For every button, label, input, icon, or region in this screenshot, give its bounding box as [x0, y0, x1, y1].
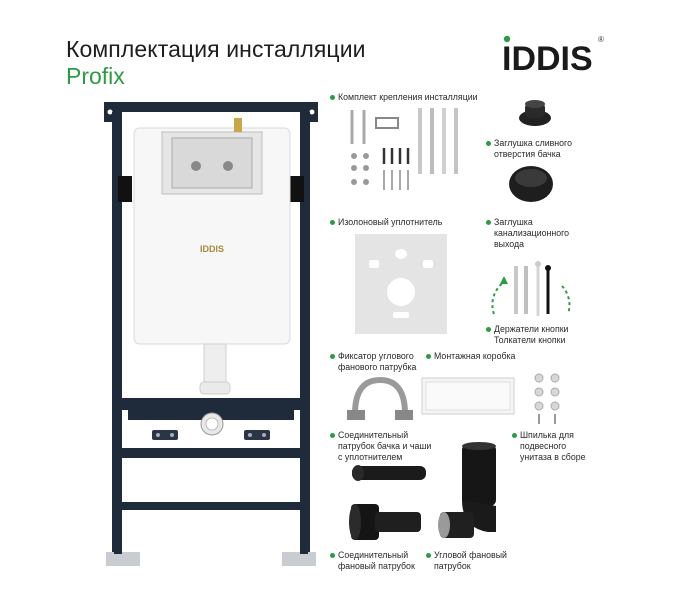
bullet-dot: [426, 354, 431, 359]
bullet-dot: [330, 354, 335, 359]
bullet-dot: [512, 433, 517, 438]
label-fixator-line1: Фиксатор углового: [338, 351, 414, 361]
installation-frame-illustration: IDDIS: [104, 102, 318, 566]
brand-registered-mark: ®: [598, 35, 604, 44]
bullet-dot: [330, 220, 335, 225]
label-drain-plug-line2: отверстия бачка: [494, 149, 561, 159]
label-studs-line1: Шпилька для: [520, 430, 574, 440]
drain-plug-illustration: [519, 100, 551, 126]
label-connector-line3: с уплотнителем: [338, 452, 403, 462]
label-sewer-plug-line3: выхода: [494, 239, 525, 249]
label-isolating-seal: Изолоновый уплотнитель: [338, 217, 443, 227]
sewer-plug-illustration: [509, 166, 553, 202]
bullet-dot: [486, 327, 491, 332]
page-title: Комплектация инсталляции: [66, 36, 366, 62]
label-connector-line1: Соединительный: [338, 430, 409, 440]
label-angle-pipe-line1: Угловой фановый: [434, 550, 507, 560]
bullet-dot: [486, 141, 491, 146]
label-connector-line2: патрубок бачка и чаши: [338, 441, 432, 451]
studs-illustration: [534, 373, 560, 424]
label-sewer-plug-line2: канализационного: [494, 228, 570, 238]
label-fan-pipe-line2: фановый патрубок: [338, 561, 415, 571]
bullet-dot: [486, 220, 491, 225]
cistern-logo: IDDIS: [200, 244, 224, 254]
bullet-dot: [426, 553, 431, 558]
mounting-kit-illustration: [350, 108, 458, 190]
mount-box-illustration: [421, 377, 515, 415]
button-holders-illustration: [491, 261, 571, 316]
bullet-dot: [330, 95, 335, 100]
isolating-seal-illustration: [355, 234, 447, 334]
brand-logo: IDDIS ®: [502, 35, 604, 76]
label-drain-plug-line1: Заглушка сливного: [494, 138, 572, 148]
bullet-dot: [330, 553, 335, 558]
bullet-dot: [330, 433, 335, 438]
brand-logo-text: IDDIS: [502, 40, 593, 76]
label-sewer-plug-line1: Заглушка: [494, 217, 533, 227]
connector-pipe-illustration: [352, 465, 426, 481]
fan-pipe-illustration: [349, 504, 421, 540]
label-mounting-kit: Комплект крепления инсталляции: [338, 92, 478, 102]
product-subtitle: Profix: [66, 63, 125, 89]
label-button-holders: Держатели кнопки: [494, 324, 569, 334]
fixator-illustration: [347, 376, 413, 420]
label-fixator-line2: фанового патрубка: [338, 362, 417, 372]
label-studs-line3: унитаза в сборе: [520, 452, 586, 462]
label-fan-pipe-line1: Соединительный: [338, 550, 409, 560]
label-studs-line2: подвесного: [520, 441, 567, 451]
label-mount-box: Монтажная коробка: [434, 351, 516, 361]
label-angle-pipe-line2: патрубок: [434, 561, 471, 571]
angle-pipe-illustration: [438, 442, 496, 538]
label-button-pushers: Толкатели кнопки: [494, 335, 566, 345]
